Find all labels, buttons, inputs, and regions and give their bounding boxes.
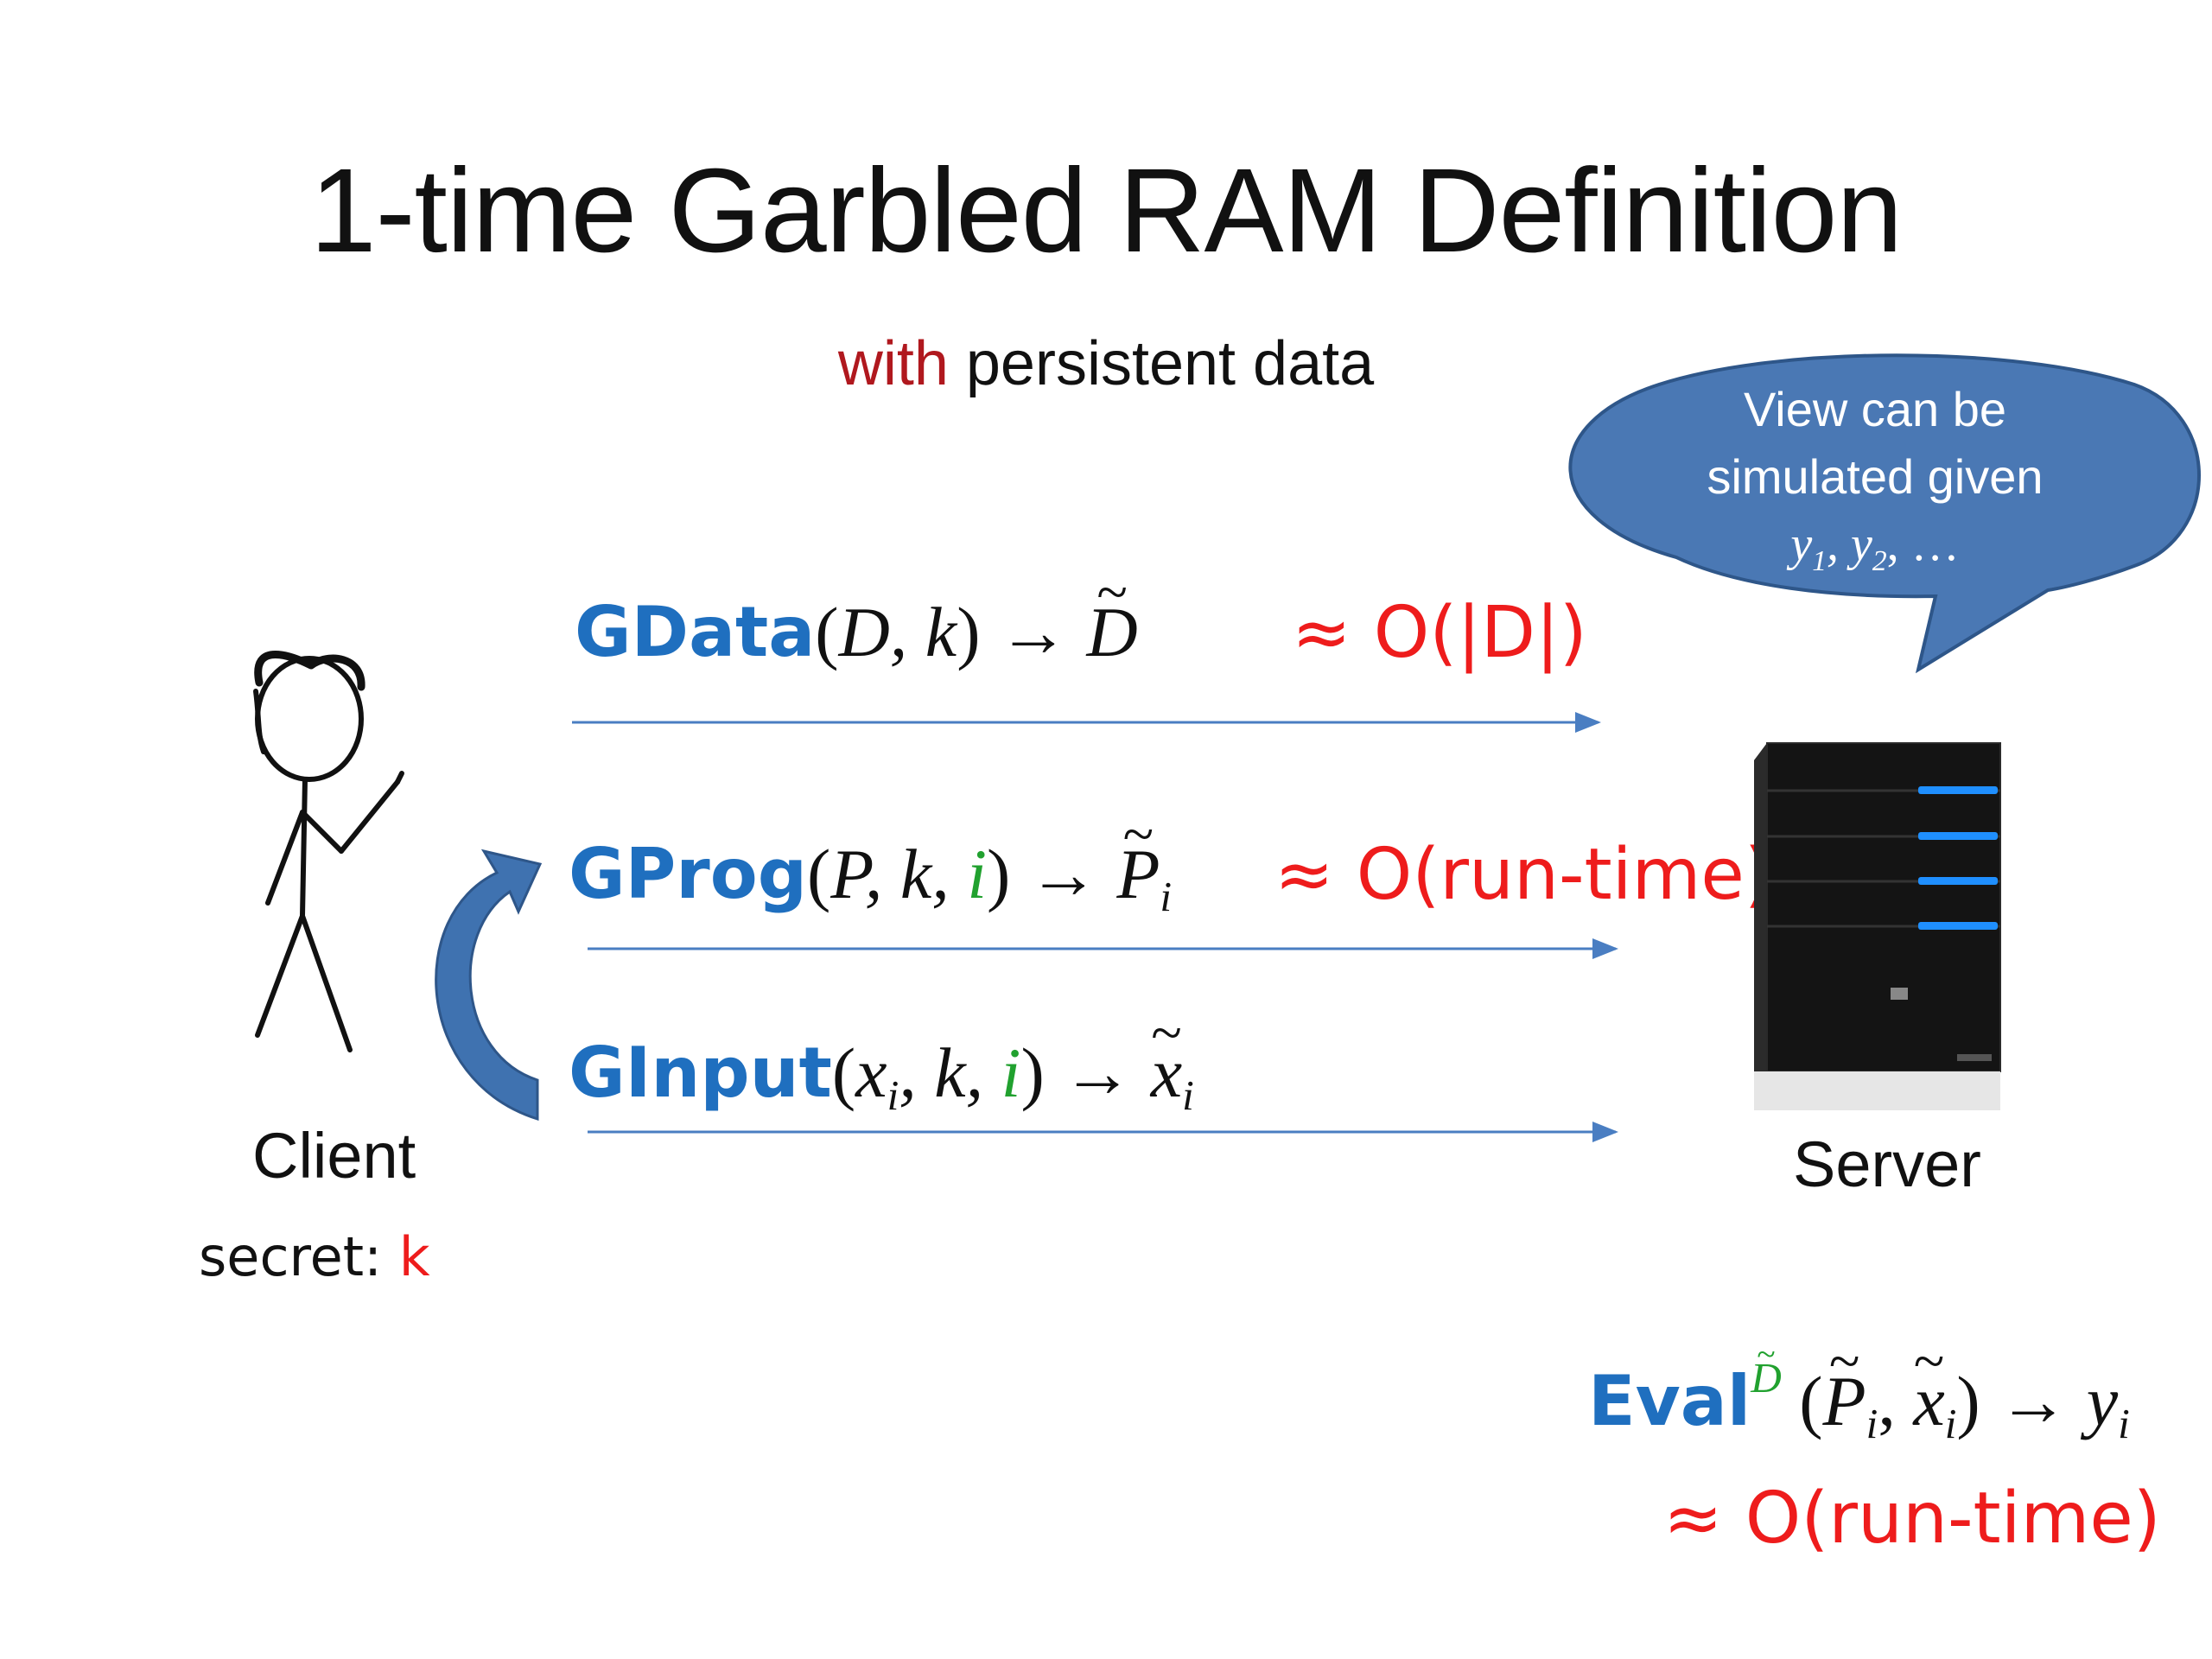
bubble-line-3: y1, y2, …: [1790, 518, 1960, 578]
subtitle-highlight: with: [837, 329, 949, 398]
client-secret: secret: k: [199, 1225, 430, 1288]
bubble-line-1: View can be: [1743, 382, 2007, 436]
ginput-result: x: [1151, 1001, 1183, 1114]
gdata-result: D: [1087, 561, 1138, 673]
secret-value: k: [398, 1225, 430, 1288]
slide-subtitle: with persistent data: [0, 328, 2212, 399]
gdata-formula: GData(D, k) → D: [575, 561, 1138, 673]
gprog-function: GProg: [569, 834, 807, 914]
bubble-text: View can be simulated given y1, y2, …: [1590, 376, 2160, 595]
slide-title: 1-time Garbled RAM Definition: [309, 144, 1903, 277]
gdata-function: GData: [575, 592, 816, 672]
server-label: Server: [1793, 1128, 1981, 1200]
speech-bubble-icon: [1568, 353, 2201, 674]
ginput-formula: GInput(xi, k, i) → xi: [569, 1001, 1194, 1120]
eval-cost: ≈ O(run-time): [1663, 1478, 2161, 1560]
gprog-cost: ≈ O(run-time): [1274, 834, 1772, 916]
eval-formula: EvalD (Pi, xi) → yi: [1588, 1330, 2130, 1448]
tower-server-icon: [1754, 742, 2001, 1110]
eval-function: Eval: [1588, 1361, 1751, 1441]
gprog-formula: GProg(P, k, i) → Pi: [569, 803, 1172, 921]
ginput-function: GInput: [569, 1033, 832, 1113]
stick-figure-icon: [253, 651, 404, 1052]
client-label: Client: [252, 1120, 416, 1192]
gprog-result: P: [1116, 803, 1160, 915]
curved-arrow-icon: [435, 849, 543, 1122]
subtitle-rest: persistent data: [948, 329, 1375, 398]
bubble-line-2: simulated given: [1707, 449, 2044, 504]
gdata-cost: ≈ O(|D|): [1292, 592, 1587, 674]
